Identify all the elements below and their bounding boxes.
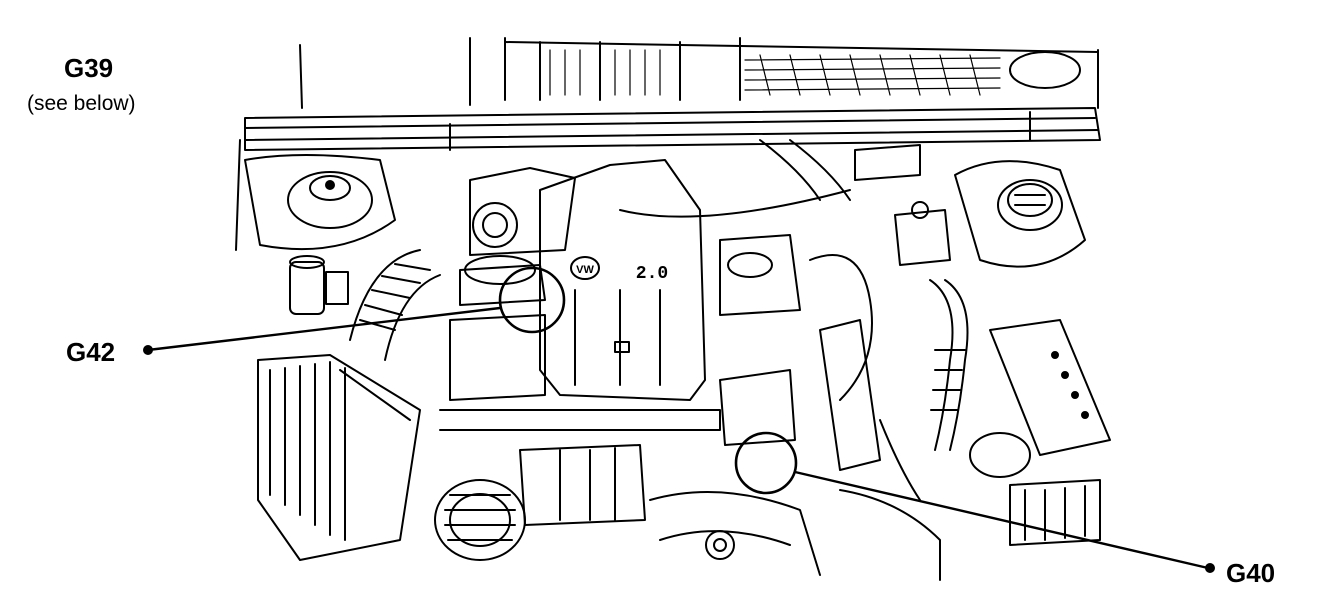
g42-location-circle	[498, 266, 566, 334]
intake-hose	[349, 249, 441, 361]
g40-leader-line	[793, 470, 1210, 570]
g39-note: (see below)	[27, 92, 136, 115]
vw-logo: VW	[570, 256, 600, 280]
displacement-badge: 2.0	[636, 264, 668, 284]
engine-cover	[539, 159, 706, 401]
g40-location-circle	[734, 431, 798, 495]
svg-text:VW: VW	[576, 264, 594, 276]
g40-label: G40	[1226, 558, 1276, 588]
cowl-hatching	[549, 49, 1001, 96]
g40-leader-dot	[1205, 563, 1215, 573]
center-hoses	[619, 139, 921, 471]
right-components	[894, 160, 1111, 546]
g42-label: G42	[66, 337, 116, 367]
lower-pipework	[649, 419, 941, 581]
throttle-body	[439, 167, 721, 431]
left-strut-tower	[244, 154, 396, 315]
g42-leader-line	[146, 306, 502, 352]
cowl-panel	[235, 37, 1101, 251]
air-filter-box	[257, 354, 421, 561]
g42-leader-dot	[143, 345, 153, 355]
g39-label: G39	[64, 53, 114, 83]
alternator	[434, 444, 646, 561]
